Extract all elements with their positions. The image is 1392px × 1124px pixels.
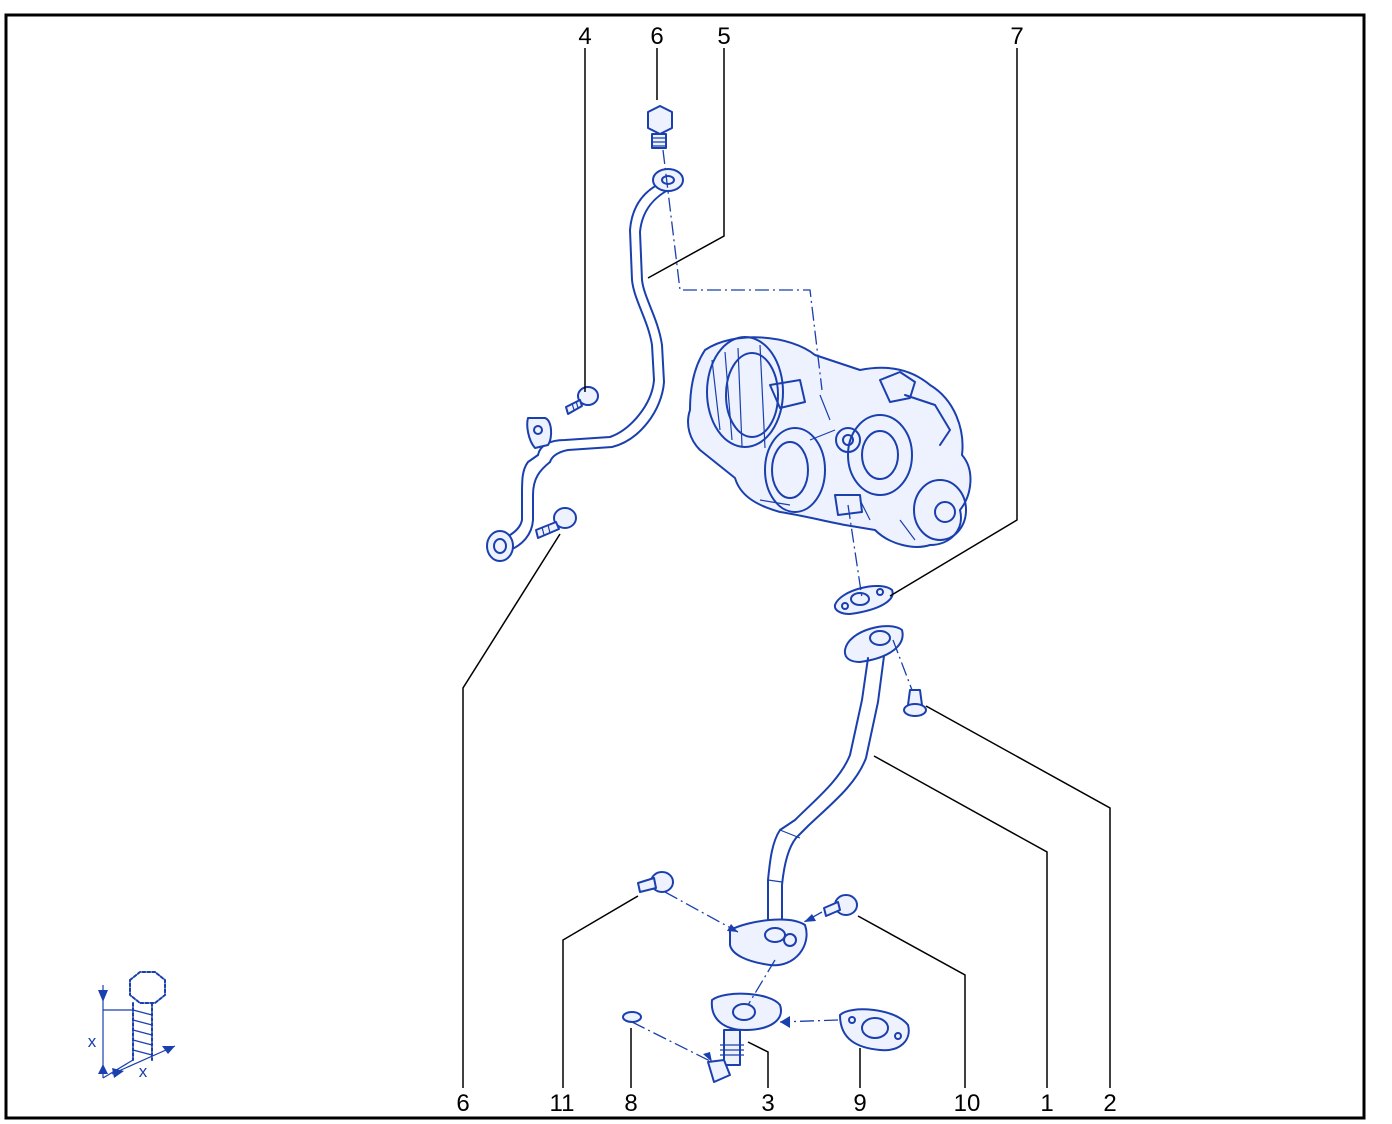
part-6-banjo-bolt-lower — [535, 507, 577, 539]
leader-lines — [462, 48, 1111, 1088]
callout-10: 10 — [954, 1090, 981, 1117]
part-11-bolt — [637, 871, 674, 893]
callout-3: 3 — [761, 1090, 774, 1117]
pipe-flange-lower — [729, 918, 808, 967]
assembly-lines — [631, 149, 913, 1063]
part-7-gasket — [833, 585, 894, 615]
bolt-measurement-icon: x x — [88, 971, 176, 1081]
part-2-bolt — [903, 689, 927, 717]
callout-1: 1 — [1040, 1090, 1053, 1117]
callout-5: 5 — [717, 23, 730, 50]
callout-labels: 4 6 5 7 6 11 8 3 9 10 1 2 — [456, 23, 1116, 1117]
dimension-label-horizontal: x — [139, 1062, 148, 1081]
part-4-bolt — [565, 386, 599, 415]
part-5-oil-feed-pipe — [486, 168, 684, 562]
turbocharger — [687, 336, 972, 548]
callout-8: 8 — [624, 1090, 637, 1117]
callout-4: 4 — [578, 23, 591, 50]
diagram-frame — [4, 13, 1366, 1120]
part-8-o-ring — [622, 1011, 642, 1023]
callout-6-bottom: 6 — [456, 1090, 469, 1117]
callout-11: 11 — [550, 1090, 575, 1117]
part-6-banjo-bolt-top — [647, 105, 673, 149]
dimension-label-vertical: x — [88, 1032, 97, 1051]
part-9-gasket — [839, 1008, 910, 1052]
callout-2: 2 — [1103, 1090, 1116, 1117]
callout-9: 9 — [853, 1090, 866, 1117]
callout-7: 7 — [1010, 23, 1023, 50]
part-1-oil-return-pipe — [767, 625, 904, 936]
callout-6-top: 6 — [650, 23, 663, 50]
part-10-bolt — [823, 894, 858, 917]
part-3-return-fitting — [707, 992, 782, 1083]
